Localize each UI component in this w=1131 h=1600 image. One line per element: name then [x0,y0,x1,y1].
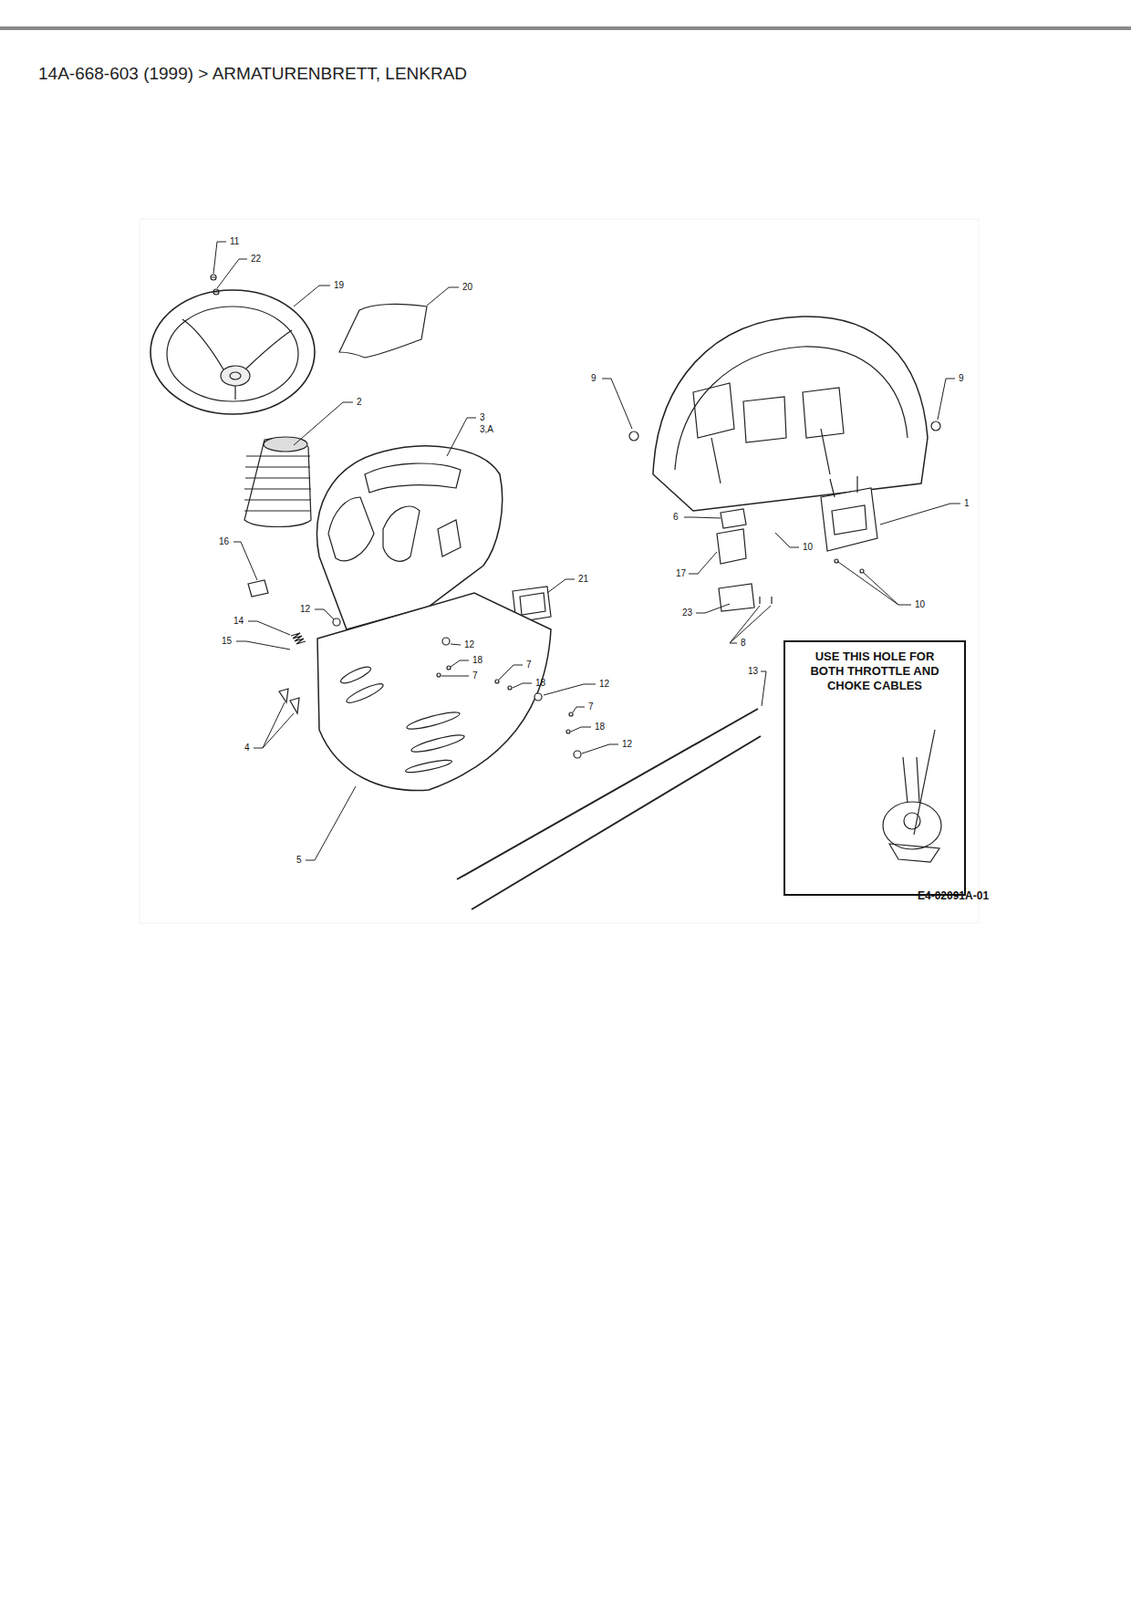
callout-number: 2 [356,396,363,408]
callout-number: 5 [296,854,302,866]
callout-number: 3,A [479,424,494,436]
callout-number: 7 [526,659,532,671]
callout-number: 12 [300,603,311,615]
note-box: USE THIS HOLE FOR BOTH THROTTLE AND CHOK… [783,640,966,896]
callout-number: 17 [675,568,686,580]
callout-number: 18 [472,654,483,666]
callout-number: 9 [958,373,965,384]
callout-number: 10 [914,599,925,611]
top-rule [0,26,1131,31]
callout-number: 12 [464,639,475,651]
callout-number: 8 [740,637,747,649]
callout-number: 3 [479,412,486,424]
drawing-code: E4-02091A-01 [917,890,989,902]
callout-number: 7 [472,670,478,682]
callout-number: 1 [964,498,970,509]
callout-number: 12 [622,738,633,750]
callout-number: 22 [250,253,261,265]
callout-number: 15 [221,635,232,647]
callout-number: 16 [218,536,229,548]
callout-number: 13 [747,665,758,677]
callout-number: 4 [244,742,250,754]
callout-number: 11 [229,236,239,248]
callout-number: 10 [802,541,813,553]
callout-number: 20 [462,281,473,293]
callout-number: 23 [682,607,693,619]
callout-number: 21 [578,573,589,585]
callout-number: 12 [599,678,610,690]
callout-number: 19 [333,280,344,291]
callout-number: 6 [673,511,679,523]
note-text: USE THIS HOLE FOR BOTH THROTTLE AND CHOK… [801,649,948,694]
callout-number: 9 [591,373,597,384]
page-title: 14A-668-603 (1999) > ARMATURENBRETT, LEN… [38,63,467,84]
callout-number: 18 [535,677,546,689]
callout-number: 18 [594,721,605,733]
callout-number: 14 [233,615,244,627]
callout-number: 7 [588,701,594,713]
